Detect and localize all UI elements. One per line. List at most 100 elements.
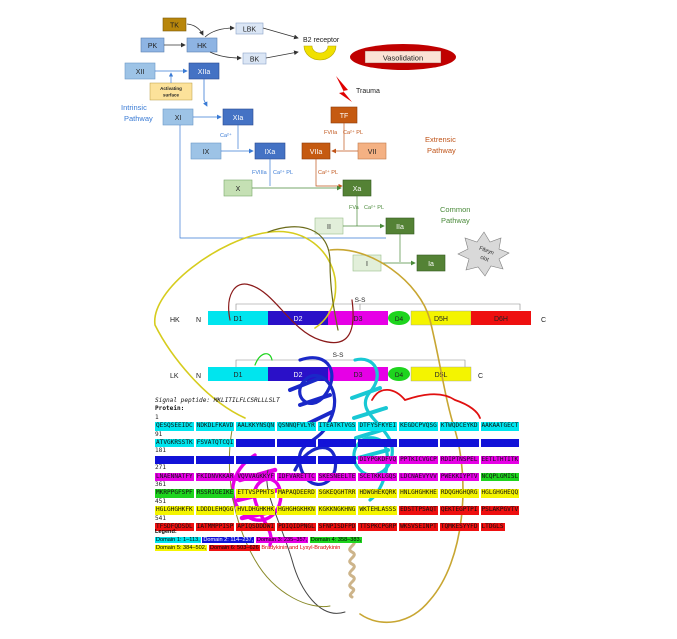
- legend-domain-2: Domain 2: 114–237,: [202, 537, 255, 543]
- sequence-chunk: WKSVSEINPT: [399, 522, 438, 532]
- ca-label: Ca²⁺: [220, 132, 232, 139]
- sequence-chunk: PWEKKIYPTV: [439, 472, 479, 481]
- node-ia: [416, 254, 446, 272]
- lk-d2-label: D2: [294, 372, 303, 379]
- sequence-chunk: TTSPKCPGRP: [358, 522, 398, 532]
- ribbon-loop-yellow: [154, 230, 337, 419]
- hk-c-label: C: [541, 317, 546, 324]
- node-xa-label: Xa: [353, 186, 362, 193]
- hk-domain-bar: S-S HK N D1 D2 D3 D4 D5H D6H C: [170, 297, 546, 326]
- ca-pl-label-4: Ca²⁺ PL: [364, 204, 384, 211]
- hk-d1: [208, 311, 268, 325]
- sequence-chunk: RDQGHGHQRG: [439, 489, 479, 498]
- sequence-row-number: 271: [155, 464, 167, 472]
- ribbon-loop-olive: [267, 226, 339, 331]
- node-i-label: I: [366, 261, 368, 268]
- sequence-chunk: EDSTTPSAQT: [399, 506, 438, 515]
- sequence-chunk: LRIASFSQNC: [317, 455, 357, 465]
- trauma-lightning-icon: [336, 76, 352, 102]
- sequence-chunk: CTDNAYIDIQ: [277, 455, 316, 465]
- hk-d5-label: D5H: [434, 316, 448, 323]
- intrinsic-pathway: XII XIIa Activating surface Intrinsic Pa…: [121, 62, 386, 239]
- ribbon-loop-darkred: [228, 283, 354, 344]
- sequence-chunk: QSNNQFVLYR: [277, 422, 316, 431]
- ribbon-loop-lime: [254, 353, 273, 366]
- trauma-label: Trauma: [356, 88, 380, 95]
- common-label-2: Pathway: [441, 216, 470, 225]
- node-ii-label: II: [327, 224, 331, 231]
- node-lbk-label: LBK: [243, 27, 257, 34]
- sequence-chunk: LDDDLEHQGG: [195, 506, 235, 515]
- sequence-chunk: NDKDLFKAVD: [195, 422, 235, 431]
- sequence-chunk: HVLDHGHKHK: [236, 506, 276, 515]
- sequence-chunk: KEGDCPVQSG: [399, 422, 438, 431]
- lk-d1: [208, 367, 268, 381]
- intrinsic-label-2: Pathway: [124, 114, 153, 123]
- node-bk: [242, 52, 267, 65]
- sequence-chunk: ENFLFLTPDC: [195, 455, 235, 465]
- lk-d3: [328, 367, 388, 381]
- ribbon-loop-red: [371, 388, 481, 419]
- lk-label: LK: [170, 373, 179, 380]
- sequence-chunk: PSLAKPGVTV: [480, 506, 520, 515]
- sequence-row: 181: [155, 447, 555, 455]
- sequence-chunk: TPAEGPVVTA: [236, 438, 276, 448]
- hk-d1-label: D1: [234, 316, 243, 323]
- sequence-chunk: KGKKNGKHNG: [317, 506, 357, 515]
- legend-domain-1: Domain 1: 1–113,: [155, 537, 201, 543]
- extrinsic-pathway: Trauma TF FVIIa Ca²⁺ PL Extrensic Pathwa…: [301, 76, 456, 189]
- fibrin-clot-icon: [457, 231, 510, 277]
- sequence-chunk: YSIVQTNCSK: [155, 455, 194, 465]
- sequence-chunk: ITEATKTVGS: [317, 422, 357, 431]
- node-xii-label: XII: [136, 69, 145, 76]
- node-iia-label: IIa: [396, 224, 404, 231]
- sequence-chunk: QESQSEEIDC: [155, 422, 194, 431]
- common-pathway: X Xa Common Pathway FVa Ca²⁺ PL II IIa I…: [223, 179, 510, 277]
- vasodilation-label: Vasolidation: [383, 54, 423, 63]
- sequence-chunk: KTWQDCEYKD: [439, 422, 479, 431]
- sequence-chunk: ETTVSPPHTS: [236, 489, 276, 498]
- fva-label: FVa: [349, 205, 360, 211]
- hk-d3: [328, 311, 388, 325]
- sequence-chunk: HGLGHGHEQQ: [480, 489, 520, 498]
- legend-domain-6: Domain 6: 503–626: [208, 545, 260, 551]
- common-label-1: Common: [440, 205, 470, 214]
- sequence-chunk: IDFVARETTC: [277, 472, 316, 481]
- signal-peptide: Signal peptide: MKLITILFLCSRLLLSLT: [155, 397, 280, 404]
- sequence-chunk: WKTEHLASSS: [358, 506, 398, 515]
- sequence-chunk: TQMKESYYFD: [439, 522, 479, 532]
- sequence-chunk: IATMMPPISP: [195, 522, 235, 532]
- sequence-chunk: ILRHGIQYFN: [358, 438, 398, 448]
- sequence-chunk: ATVGKRSSTK: [155, 438, 194, 448]
- sequence-row-number: 451: [155, 497, 167, 505]
- node-lbk: [235, 22, 264, 35]
- sequence-chunk: LDCNAEVYVV: [399, 472, 438, 481]
- node-tf-label: TF: [340, 113, 349, 120]
- b2-receptor-label: B2 receptor: [303, 37, 340, 44]
- activating-surface-line2: surface: [163, 93, 180, 98]
- sequence-chunk: RDIPTNSPEL: [439, 455, 479, 465]
- legend-domain-4: Domain 4: 358–383,: [309, 537, 363, 543]
- node-ia-label: Ia: [428, 261, 434, 268]
- lk-d4: [388, 367, 410, 381]
- sequence-row: 91: [155, 431, 555, 439]
- sequence-chunk: FSVATQTCQI: [195, 438, 235, 448]
- fviiia-label: FVIIIa: [252, 170, 268, 176]
- extrinsic-label-1: Extrensic: [425, 135, 456, 144]
- sequence-chunk: RSSRIGEIKE: [195, 489, 235, 498]
- sequence-chunk: VQVVAGKKYF: [236, 472, 276, 481]
- sequence-chunk: SCETKKLGQS: [358, 472, 398, 481]
- sequence-chunk: HNLGHGHKHE: [399, 489, 438, 498]
- fviia-label: FVIIa: [324, 130, 338, 136]
- sequence-row-number: 361: [155, 480, 167, 488]
- sequence-chunk: AALKKYNSQN: [236, 422, 276, 431]
- hk-n-label: N: [196, 317, 201, 324]
- sequence-chunk: PDIQIDPNGL: [277, 522, 316, 532]
- intrinsic-label-1: Intrinsic: [121, 103, 147, 112]
- sequence-row: 541: [155, 515, 555, 523]
- sequence-chunk: LTDGLS: [480, 522, 505, 532]
